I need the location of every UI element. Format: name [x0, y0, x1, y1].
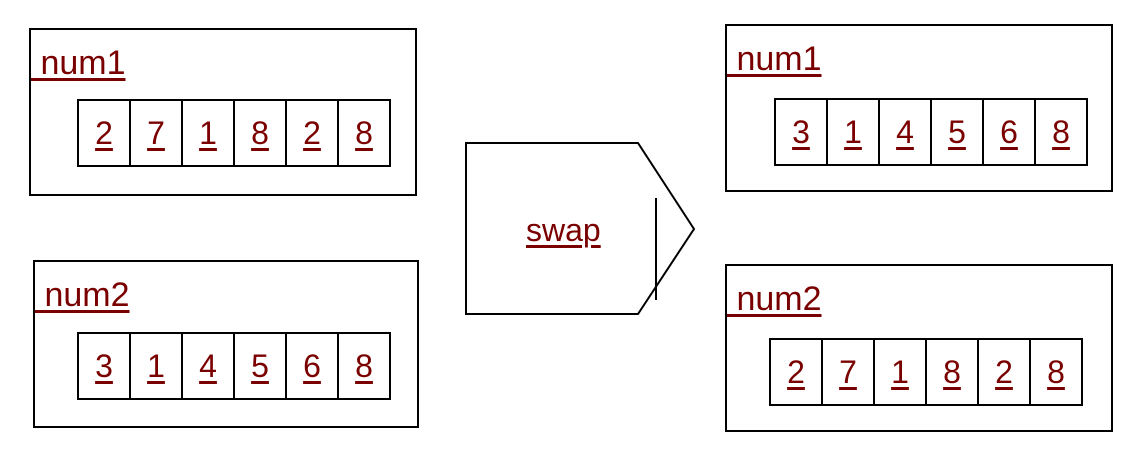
digit-cell: 3	[79, 332, 131, 400]
before-num1-cells: 2 7 1 8 2 8	[77, 99, 391, 167]
digit-cell: 1	[131, 332, 183, 400]
digit-cell: 4	[880, 98, 932, 166]
digit-cell: 1	[875, 338, 927, 406]
digit-cell: 5	[932, 98, 984, 166]
before-num2-panel: num2 3 1 4 5 6 8	[33, 260, 419, 428]
after-num1-panel: num1 3 1 4 5 6 8	[725, 24, 1113, 192]
digit-cell: 8	[235, 99, 287, 167]
before-num1-label: num1	[31, 44, 126, 82]
digit-cell: 3	[776, 98, 828, 166]
digit-cell: 6	[984, 98, 1036, 166]
digit-cell: 6	[287, 332, 339, 400]
digit-cell: 8	[339, 99, 391, 167]
digit-cell: 8	[339, 332, 391, 400]
swap-label: swap	[526, 212, 601, 248]
after-num2-panel: num2 2 7 1 8 2 8	[725, 264, 1113, 432]
digit-cell: 2	[979, 338, 1031, 406]
digit-cell: 2	[771, 338, 823, 406]
digit-cell: 1	[828, 98, 880, 166]
after-num1-cells: 3 1 4 5 6 8	[774, 98, 1088, 166]
digit-cell: 7	[823, 338, 875, 406]
after-num1-label: num1	[727, 40, 822, 78]
digit-cell: 1	[183, 99, 235, 167]
before-num1-panel: num1 2 7 1 8 2 8	[29, 28, 417, 196]
digit-cell: 5	[235, 332, 287, 400]
digit-cell: 2	[287, 99, 339, 167]
digit-cell: 2	[79, 99, 131, 167]
swap-arrow-outline	[465, 142, 696, 315]
digit-cell: 8	[1031, 338, 1083, 406]
after-num2-label: num2	[727, 280, 822, 318]
before-num2-cells: 3 1 4 5 6 8	[77, 332, 391, 400]
after-num2-cells: 2 7 1 8 2 8	[769, 338, 1083, 406]
before-num2-label: num2	[35, 276, 130, 314]
digit-cell: 8	[927, 338, 979, 406]
digit-cell: 7	[131, 99, 183, 167]
digit-cell: 4	[183, 332, 235, 400]
digit-cell: 8	[1036, 98, 1088, 166]
